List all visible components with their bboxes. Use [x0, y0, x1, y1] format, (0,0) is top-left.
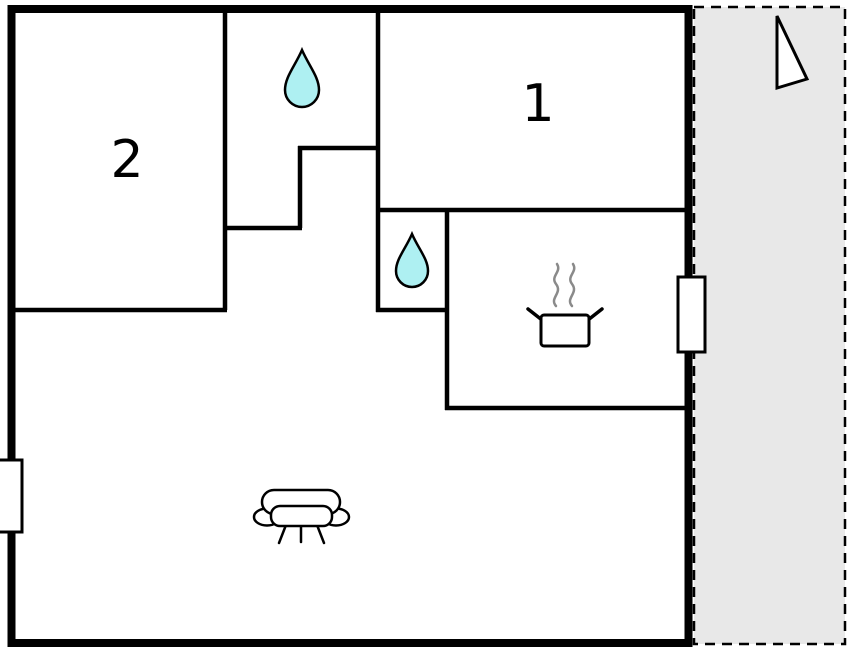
- sofa-leg: [315, 523, 326, 545]
- sofa-seat: [269, 504, 334, 528]
- room-label-2: 2: [110, 130, 143, 190]
- interior-walls: [9, 8, 690, 411]
- pot-body: [539, 313, 591, 348]
- terrace-area: [692, 5, 847, 646]
- cooking-pot-icon: [526, 262, 604, 348]
- water-drop-icon: [283, 46, 321, 109]
- steam-icon: [568, 262, 576, 308]
- window-left: [0, 458, 24, 534]
- north-arrow-icon: [775, 15, 810, 91]
- sofa-icon: [252, 488, 351, 545]
- window-right: [676, 275, 707, 354]
- room-label-1: 1: [521, 74, 554, 134]
- water-drop-icon: [394, 230, 430, 289]
- steam-icon: [552, 262, 560, 308]
- sofa-leg: [277, 523, 288, 545]
